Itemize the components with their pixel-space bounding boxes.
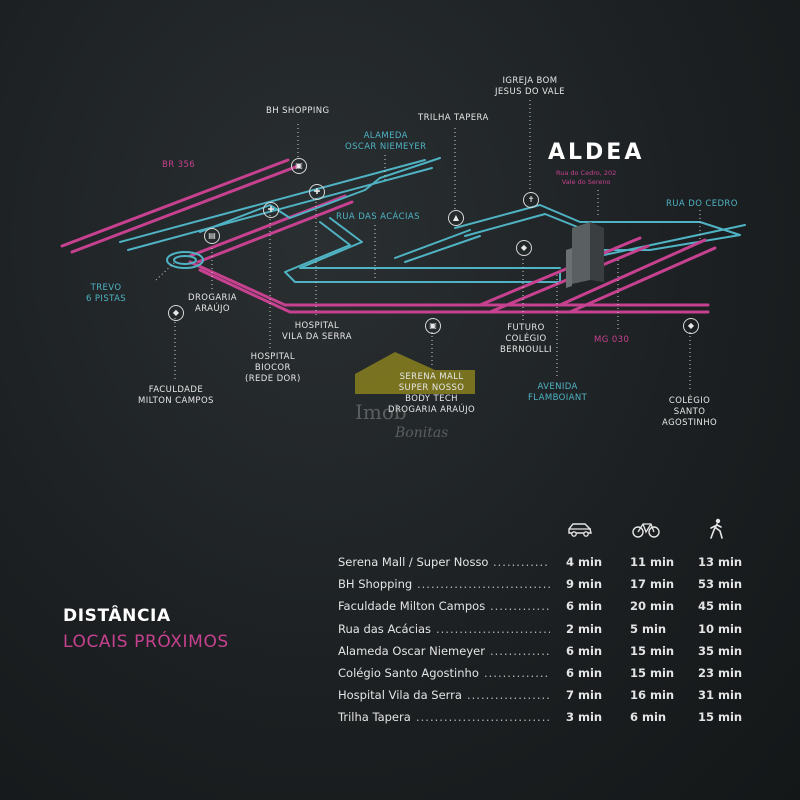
table-row: Rua das Acácias.........................… [338, 619, 748, 641]
car-time: 3 min [566, 710, 603, 725]
hospital-biocor-icon: ✚ [263, 202, 279, 218]
walk-time: 13 min [698, 555, 743, 569]
place-name: Trilha Tapera [338, 710, 411, 725]
bike-time: 15 min [630, 643, 675, 658]
aldea-building [566, 222, 604, 288]
faculty-icon: ◆ [168, 305, 184, 321]
label-br356: BR 356 [162, 160, 196, 170]
walk-time: 31 min [698, 688, 743, 703]
bike-time: 17 min [630, 577, 675, 592]
walk-time: 15 min [698, 710, 743, 725]
table-row: Colégio Santo Agostinho.............. 6 m… [338, 663, 748, 685]
car-icon [568, 523, 592, 537]
hospital-icon: ✚ [309, 184, 325, 200]
dot-leader: .............. [484, 665, 550, 680]
bike-time: 11 min [630, 555, 675, 569]
bike-time: 6 min [630, 710, 667, 725]
area-map [60, 100, 746, 394]
dot-leader: .............. [493, 555, 550, 569]
car-time: 9 min [566, 577, 603, 592]
pink-road-right [558, 238, 717, 314]
place-name: Hospital Vila da Serra [338, 688, 462, 703]
car-time: 6 min [566, 643, 603, 658]
dot-leader: ....................... [467, 688, 550, 703]
walk-time: 35 min [698, 643, 743, 658]
teal-road-mid [188, 194, 354, 264]
mall-icon: ▣ [425, 318, 441, 334]
car-time: 2 min [566, 621, 603, 636]
label-mg030: MG 030 [594, 335, 630, 345]
walking-icon [710, 518, 723, 539]
dot-leader: ...................................... [417, 577, 550, 592]
place-name: Serena Mall / Super Nosso [338, 555, 489, 569]
dot-leader: ........................................ [416, 710, 550, 725]
place-name: BH Shopping [338, 577, 413, 592]
table-row: Alameda Oscar Niemeyer............... 6 m… [338, 641, 748, 663]
rua-cedro-road [589, 224, 746, 259]
car-time: 6 min [566, 665, 603, 680]
dot-leader: ............... [490, 643, 550, 658]
car-time: 4 min [566, 555, 603, 569]
teal-road-upper [119, 159, 426, 243]
bike-time: 20 min [630, 599, 675, 614]
place-name: Alameda Oscar Niemeyer [338, 643, 485, 658]
bike-time: 5 min [630, 621, 667, 636]
walk-time: 23 min [698, 665, 743, 680]
watermark-roof [355, 352, 475, 394]
label-rua-cedro: RUA DO CEDRO [666, 199, 738, 209]
label-rua-acacias: RUA DAS ACÁCIAS [336, 212, 420, 222]
shopping-icon: ▣ [291, 158, 307, 174]
table-row: Hospital Vila da Serra..................… [338, 685, 748, 707]
trevo-roundabout [166, 251, 204, 269]
car-time: 7 min [566, 688, 603, 703]
table-row: Trilha Tapera...........................… [338, 707, 748, 729]
label-trilha-tapera: TRILHA TAPERA [418, 113, 489, 123]
table-row: Serena Mall / Super Nosso.............. 4… [338, 552, 748, 574]
walk-time: 45 min [698, 599, 743, 614]
rua-acacias-road [284, 221, 561, 283]
section-subtitle: LOCAIS PRÓXIMOS [63, 632, 229, 652]
aldea-address: Rua do Cedro, 202 Vale do Sereno [556, 169, 617, 186]
distance-table: Serena Mall / Super Nosso.............. 4… [338, 552, 748, 730]
teal-road-lower [127, 167, 433, 251]
bicycle-icon [632, 523, 660, 538]
car-time: 6 min [566, 599, 603, 614]
mg030-road [188, 260, 710, 307]
place-name: Rua das Acácias [338, 621, 432, 636]
church-icon: ✝ [523, 192, 539, 208]
table-row: BH Shopping.............................… [338, 574, 748, 596]
watermark-text: Imob [355, 400, 407, 424]
bike-time: 15 min [630, 665, 675, 680]
bike-time: 16 min [630, 688, 675, 703]
trail-icon: ▲ [448, 210, 464, 226]
colegio-icon: ◆ [683, 318, 699, 334]
pharmacy-icon: ▤ [204, 228, 220, 244]
section-title: DISTÂNCIA [63, 606, 171, 626]
br356-road [60, 158, 300, 254]
place-name: Colégio Santo Agostinho [338, 665, 479, 680]
school-icon: ◆ [516, 240, 532, 256]
dot-leader: ................................. [436, 621, 550, 636]
watermark-script: Bonitas [395, 425, 449, 441]
walk-time: 10 min [698, 621, 743, 636]
table-row: Faculdade Milton Campos.............. 6 m… [338, 596, 748, 618]
aldea-logo: ALDEA [548, 140, 645, 165]
dot-leader: .............. [490, 599, 550, 614]
walk-time: 53 min [698, 577, 743, 592]
place-name: Faculdade Milton Campos [338, 599, 486, 614]
label-bh-shopping: BH SHOPPING [266, 106, 330, 116]
